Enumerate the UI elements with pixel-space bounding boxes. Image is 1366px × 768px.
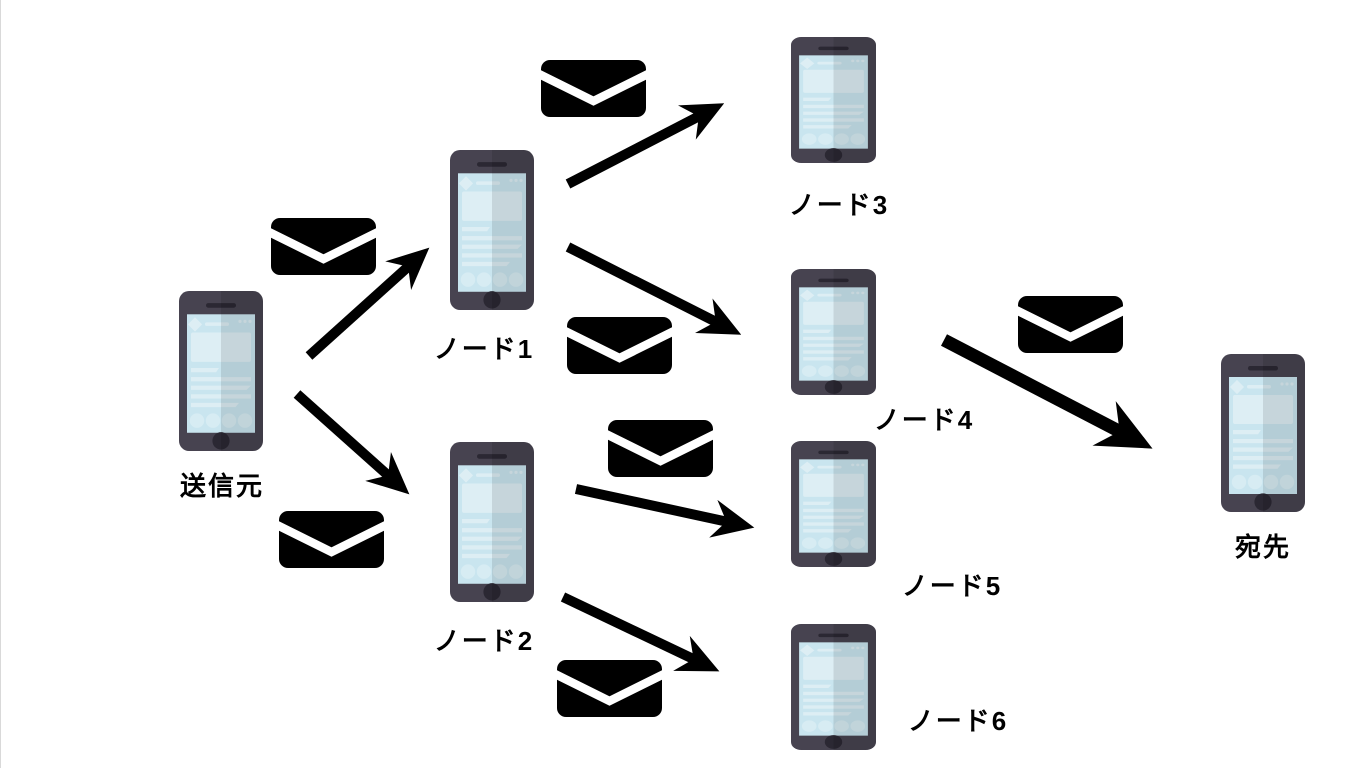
phone-node2 (450, 442, 534, 602)
envelope-node2-node6 (557, 660, 662, 717)
phone-source (179, 291, 263, 451)
label-node6: ノード6 (907, 706, 1009, 736)
smartphone-icon (791, 37, 876, 163)
phone-node5 (791, 441, 876, 567)
smartphone-icon (791, 624, 876, 750)
arrow-source-to-node2 (293, 390, 410, 495)
phone-node1 (450, 150, 534, 310)
mail-envelope-icon (557, 660, 662, 717)
envelope-source-node1 (271, 218, 376, 275)
envelope-node1-node4 (567, 317, 672, 374)
envelope-node2-node5 (608, 420, 713, 477)
arrow-node2-to-node5 (574, 484, 755, 538)
smartphone-icon (450, 442, 534, 602)
smartphone-icon (450, 150, 534, 310)
mail-envelope-icon (271, 218, 376, 275)
label-node1: ノード1 (433, 334, 535, 364)
smartphone-icon (791, 441, 876, 567)
smartphone-icon (1221, 354, 1305, 512)
label-node2: ノード2 (433, 626, 535, 656)
label-destination: 宛先 (1234, 532, 1292, 562)
label-source: 送信元 (179, 471, 265, 501)
phone-destination (1221, 354, 1305, 512)
envelope-source-node2 (279, 511, 384, 568)
phone-node6 (791, 624, 876, 750)
arrow-node2-to-node6 (560, 592, 720, 672)
arrow-source-to-node1 (305, 247, 430, 360)
smartphone-icon (179, 291, 263, 451)
phone-node3 (791, 37, 876, 163)
arrow-node4-to-destination (940, 334, 1153, 449)
label-node4: ノード4 (873, 405, 975, 435)
mail-envelope-icon (1018, 296, 1123, 353)
arrow-node1-to-node3 (565, 103, 725, 189)
arrow-node1-to-node4 (565, 242, 742, 335)
label-node3: ノード3 (788, 190, 890, 220)
mail-envelope-icon (608, 420, 713, 477)
envelope-node1-node3 (541, 60, 646, 117)
mail-envelope-icon (567, 317, 672, 374)
smartphone-icon (791, 269, 876, 395)
mail-envelope-icon (279, 511, 384, 568)
envelope-node4-destination (1018, 296, 1123, 353)
mail-envelope-icon (541, 60, 646, 117)
phone-node4 (791, 269, 876, 395)
label-node5: ノード5 (901, 571, 1003, 601)
